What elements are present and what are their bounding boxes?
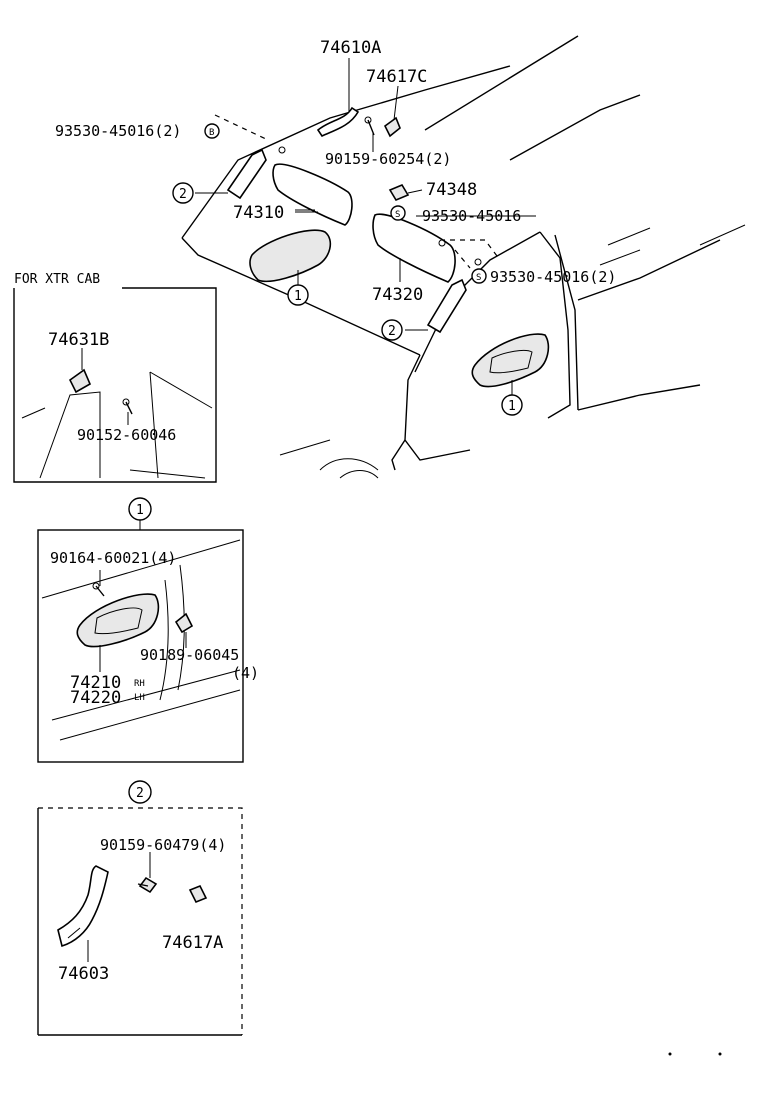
- svg-text:S: S: [395, 210, 400, 220]
- svg-text:1: 1: [294, 289, 302, 304]
- detail-2-callout: 2: [128, 780, 152, 804]
- detail-1-callout: 1: [128, 497, 152, 521]
- clip-90189-06045: [174, 612, 194, 634]
- svg-text:2: 2: [179, 187, 187, 202]
- detail-2-inset: 2 90159-60479(4) 74617A 74603: [37, 780, 243, 1036]
- callout-b: B: [204, 123, 220, 139]
- fastener-top-left: [278, 146, 286, 154]
- fastener-visor-right: [438, 239, 446, 247]
- label-90159-60479: 90159-60479(4): [100, 836, 226, 854]
- bracket-2-left: [195, 148, 267, 200]
- part-74617C: [383, 85, 401, 138]
- label-qty-4: (4): [232, 664, 259, 682]
- assist-grip-right: [471, 333, 550, 395]
- label-90159-60254: 90159-60254(2): [325, 150, 451, 168]
- part-74210-74220: [76, 593, 160, 648]
- label-90152-60046: 90152-60046: [77, 426, 176, 444]
- callout-2-left: 2: [172, 182, 194, 204]
- detail-1-inset: 1 90164-60021(4) 90189-06045 (4) 74210 R…: [37, 497, 259, 763]
- screw-90159-60254: [364, 116, 375, 152]
- svg-text:1: 1: [508, 399, 516, 414]
- part-74320-sun-visor: [372, 213, 456, 283]
- screw-90159-60479: [138, 876, 158, 894]
- label-93530-45016: 93530-45016: [422, 207, 521, 225]
- part-74603: [57, 865, 109, 948]
- cab-outline: [181, 35, 746, 479]
- label-74617A: 74617A: [162, 933, 223, 953]
- svg-text:1: 1: [136, 503, 144, 518]
- part-74348: [388, 183, 423, 202]
- fastener-right: [474, 258, 482, 266]
- part-74310-sun-visor: [272, 163, 353, 226]
- corner-marks: [668, 1052, 722, 1056]
- label-74220: 74220: [70, 688, 121, 708]
- bracket-2-right: [405, 278, 467, 334]
- label-93530-45016-2-top: 93530-45016(2): [55, 122, 181, 140]
- xtr-cab-inset: FOR XTR CAB 74631B 90152-60046: [13, 272, 217, 483]
- label-74310: 74310: [233, 203, 284, 223]
- label-74320: 74320: [372, 285, 423, 305]
- label-90164-60021: 90164-60021(4): [50, 549, 176, 567]
- callout-2-right: 2: [381, 319, 403, 341]
- label-93530-45016-2-right: 93530-45016(2): [490, 268, 616, 286]
- guide-lines: [214, 114, 501, 269]
- callout-s-1: S: [390, 205, 406, 221]
- label-74210: 74210: [70, 673, 121, 693]
- label-for-xtr-cab: FOR XTR CAB: [14, 272, 100, 287]
- label-74348: 74348: [426, 180, 477, 200]
- svg-text:2: 2: [388, 324, 396, 339]
- part-74631B: [68, 368, 92, 394]
- label-90189-06045: 90189-06045: [140, 646, 239, 664]
- svg-text:2: 2: [136, 786, 144, 801]
- label-74610A: 74610A: [320, 38, 381, 58]
- svg-text:B: B: [209, 128, 214, 138]
- label-lh: LH: [134, 693, 145, 703]
- callout-1-left: 1: [287, 284, 309, 306]
- label-74631B: 74631B: [48, 330, 109, 350]
- callout-1-right: 1: [501, 394, 523, 416]
- part-74610A: [316, 58, 360, 138]
- callout-s-2: S: [471, 268, 487, 284]
- cover-74617A: [188, 884, 208, 904]
- label-74617C: 74617C: [366, 67, 427, 87]
- svg-text:S: S: [476, 273, 481, 283]
- assist-grip-left: [249, 229, 332, 285]
- label-74603: 74603: [58, 964, 109, 984]
- label-rh: RH: [134, 679, 145, 689]
